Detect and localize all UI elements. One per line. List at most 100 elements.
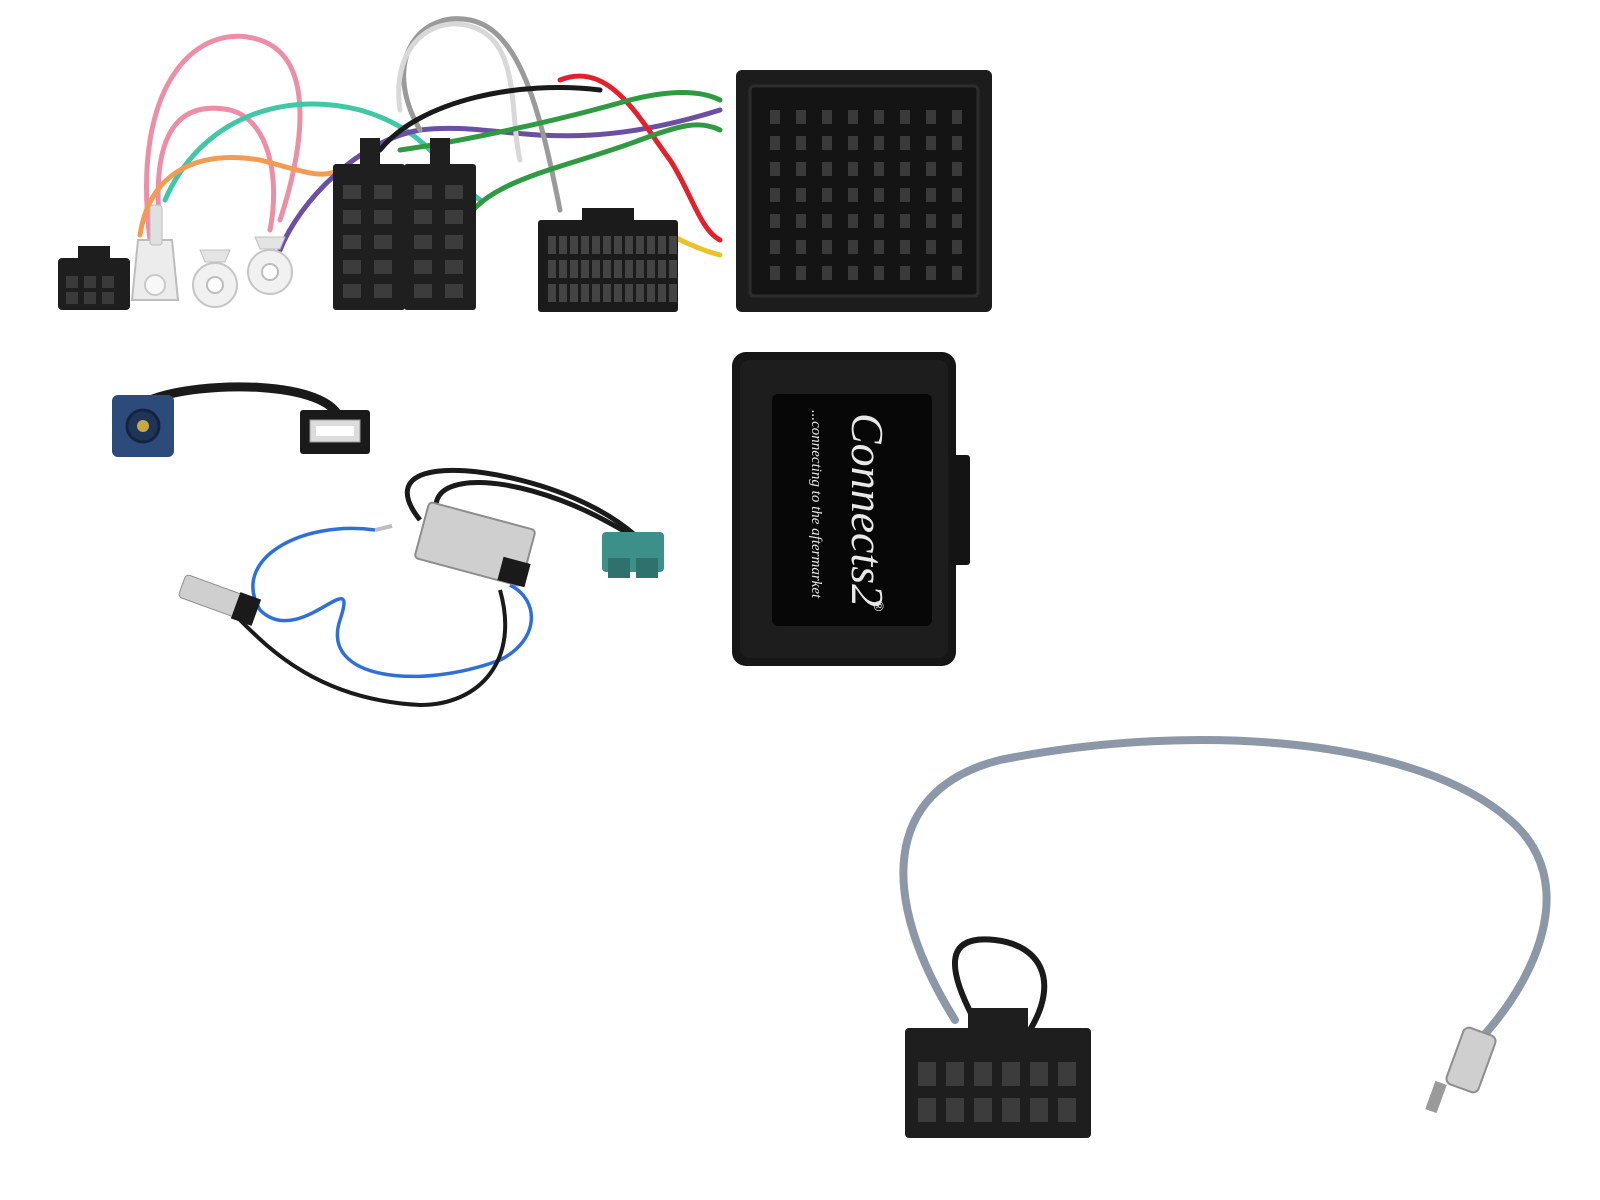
connector-pin [848,240,858,254]
connector-pin [822,162,832,176]
connector-pin [1058,1098,1076,1122]
steering-plug-12pin [905,1008,1091,1138]
connector-pin [874,240,884,254]
interface-box: Connects2 ® ...connecting to the afterma… [732,352,970,666]
connector-pin [658,284,666,302]
connector-pin [796,162,806,176]
connector-pin [770,110,780,124]
connector-pin [926,110,936,124]
connector-pin [570,260,578,278]
iso-connector-1 [333,138,405,310]
connector-pin [770,240,780,254]
connector-pin [874,162,884,176]
grey-cable [899,736,1551,1054]
connector-pin [559,236,567,254]
connector-pin [647,236,655,254]
connector-pin [926,240,936,254]
connector-pin [848,110,858,124]
connector-pin [796,214,806,228]
connector-pin [874,110,884,124]
connector-pin [874,188,884,202]
registered-mark: ® [871,601,887,612]
connector-pin [952,162,962,176]
connector-pin [614,284,622,302]
connector-pin [918,1098,936,1122]
connector-pin [796,240,806,254]
connector-pin [603,284,611,302]
connector-pin [548,236,556,254]
connector-pin [770,136,780,150]
connector-pin [636,236,644,254]
connector-pin [770,162,780,176]
wire-pink [144,33,303,243]
connector-pin [848,162,858,176]
wire-red-twisted [557,73,723,243]
connector-pin [874,266,884,280]
connector-pin [848,266,858,280]
connector-pin [581,284,589,302]
connector-pin [614,236,622,254]
fakra-teal-connector [602,532,664,578]
antenna-cable-black-2 [433,480,652,548]
iso-connector-2 [404,138,476,310]
connector-pin [625,260,633,278]
connector-pin [900,240,910,254]
connector-pin [796,188,806,202]
connector-pin [592,284,600,302]
connector-pin [614,260,622,278]
connector-pin [952,110,962,124]
connector-pin [900,188,910,202]
usb-fakra-adapter [112,382,370,457]
connector-pin [952,266,962,280]
connector-pin [625,284,633,302]
connector-pin [548,284,556,302]
connector-pin [796,110,806,124]
connector-pin [636,284,644,302]
connector-pin [900,266,910,280]
connector-pin [647,284,655,302]
connector-pin [603,236,611,254]
connector-pin [669,236,677,254]
wiring-harness [58,16,992,312]
connector-pin [636,260,644,278]
multi-pin-connector-24 [538,208,678,312]
connector-pin [770,214,780,228]
connector-pin [581,260,589,278]
connector-pin [974,1062,992,1086]
antenna-adapter [178,467,664,708]
connector-pin [570,236,578,254]
connector-pin [952,214,962,228]
connector-pin [900,136,910,150]
wire-purple [277,107,723,253]
steering-control-lead [899,736,1551,1138]
connector-pin [581,236,589,254]
connector-pin [1030,1098,1048,1122]
connector-pin [952,188,962,202]
connector-pin [1002,1098,1020,1122]
connector-pin [900,110,910,124]
connector-pin [592,236,600,254]
usb-cable [145,382,345,425]
connector-pin [669,260,677,278]
antenna-cable-blue [251,526,534,679]
connector-pin [822,136,832,150]
harness-wires [137,16,723,258]
connector-pin [770,266,780,280]
connector-pin [926,266,936,280]
connector-pin [548,260,556,278]
connector-pin [926,136,936,150]
connector-pin [796,266,806,280]
connector-pin [848,188,858,202]
brand-tagline: ...connecting to the aftermarket [808,410,824,599]
mini-plug-6pin [58,246,130,310]
connector-pin [822,240,832,254]
wire-white [396,21,523,163]
connector-pin [1030,1062,1048,1086]
antenna-pin-end [1425,1026,1497,1114]
connector-pin [848,214,858,228]
connector-pin [822,110,832,124]
bullet-connector-3 [247,236,293,295]
brand-logo: Connects2 ® ...connecting to the afterma… [808,410,893,612]
connector-pin [796,136,806,150]
